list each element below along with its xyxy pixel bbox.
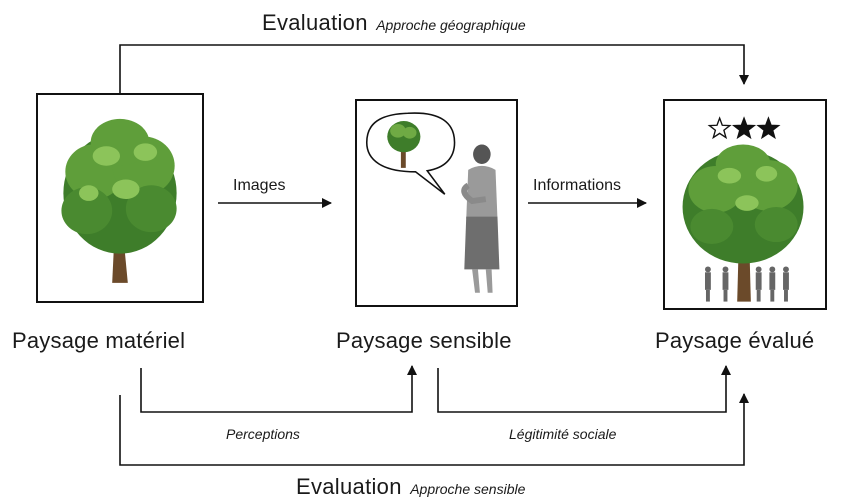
person-thinking-image <box>365 112 500 293</box>
sensible-landscape-box <box>355 99 518 307</box>
star-filled-icon <box>731 116 757 140</box>
informations-label: Informations <box>533 177 622 194</box>
evaluation-geographique-title: Evaluation Approche géographique <box>262 10 526 36</box>
images-label: Images <box>233 177 286 194</box>
evaluation-geographique-sub: Approche géographique <box>376 17 526 33</box>
sensible-landscape-label: Paysage sensible <box>336 328 512 353</box>
legitimite-connector <box>437 365 731 413</box>
evaluation-sensible-main: Evaluation <box>296 474 402 499</box>
perceptions-connector <box>140 365 417 413</box>
evaluated-landscape-label: Paysage évalué <box>655 328 815 353</box>
small-people <box>705 266 789 302</box>
perceptions-label: Perceptions <box>226 426 300 442</box>
material-landscape-label: Paysage matériel <box>12 328 186 353</box>
material-landscape-box <box>36 93 204 303</box>
tree-image <box>682 144 804 302</box>
evaluated-landscape-box <box>663 99 827 310</box>
evaluation-sensible-title: Evaluation Approche sensible <box>296 474 525 500</box>
tree-image <box>61 118 177 283</box>
evaluation-geographique-main: Evaluation <box>262 10 368 35</box>
legitimite-label: Légitimité sociale <box>509 426 617 442</box>
evaluation-geographique-connector <box>119 44 749 93</box>
evaluation-sensible-sub: Approche sensible <box>410 481 526 497</box>
star-outline-icon <box>707 116 732 140</box>
evaluation-sensible-connector <box>119 393 749 466</box>
rating-stars <box>707 116 781 140</box>
star-filled-icon <box>756 116 781 140</box>
